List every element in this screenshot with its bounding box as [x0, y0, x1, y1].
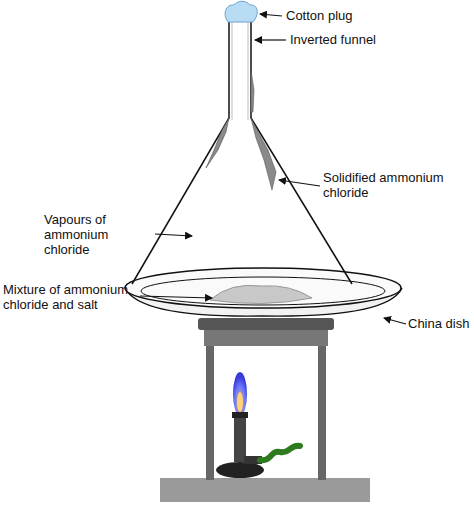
part-label: Vapours of ammonium chloride: [44, 212, 156, 257]
part-label: China dish: [408, 316, 470, 331]
part-label: Solidified ammonium chloride: [323, 170, 469, 200]
china-dish: [125, 268, 402, 316]
bunsen-burner: [216, 372, 300, 478]
mixture-heap: [210, 285, 312, 303]
part-label: Cotton plug: [286, 8, 406, 23]
solidified-deposit: [206, 70, 276, 190]
inverted-funnel: [132, 22, 352, 284]
part-label: Mixture of ammonium chloride and salt: [3, 282, 139, 312]
part-label: Inverted funnel: [290, 32, 430, 47]
base-plate: [160, 478, 370, 502]
cotton-plug: [225, 1, 257, 22]
leader-line: [140, 14, 406, 324]
tripod-stand: [198, 318, 334, 480]
